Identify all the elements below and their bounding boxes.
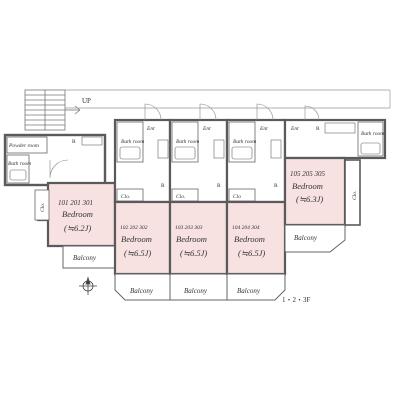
stair-up-label: UP <box>82 97 91 105</box>
west-balcony-label: Balcony <box>73 254 97 262</box>
unit-104-balcony <box>226 273 286 301</box>
unit-104-closet-label: Clo <box>233 194 241 200</box>
unit-104-numbers: 104 204 304 <box>232 224 260 231</box>
unit-104-room-label: Bedroom <box>234 234 265 244</box>
west-room-label: Bedroom <box>62 209 93 219</box>
unit-102: Bath room Ent R Clo. 102 202 302 Bedroom… <box>113 103 172 301</box>
east-kitchen <box>324 122 356 134</box>
unit-102-bathtub <box>119 146 141 160</box>
unit-102-bath-label: Bath room <box>121 139 144 145</box>
unit-104-bath-label: Bath room <box>233 139 256 145</box>
kitchen-counter <box>81 136 103 146</box>
unit-102-entrance-label: Ent <box>146 126 155 132</box>
unit-102-closet-label: Clo. <box>121 194 130 200</box>
unit-103-room-label: Bedroom <box>176 234 207 244</box>
east-unit: Ent R Bath room Clo. 105 205 305 Bedroom… <box>283 105 387 253</box>
east-room-label: Bedroom <box>292 181 323 191</box>
unit-102-numbers: 102 202 302 <box>120 225 148 231</box>
unit-102-room-label: Bedroom <box>121 234 152 244</box>
east-unit-numbers: 105 205 305 <box>290 170 326 178</box>
unit-103-fridge-label: R <box>217 183 221 189</box>
east-balcony <box>284 224 346 253</box>
unit-103-room-size: (≒6.5J) <box>180 248 207 258</box>
east-bathtub <box>360 142 381 155</box>
unit-102-fridge-label: R <box>161 183 165 189</box>
unit-104-balcony-label: Balcony <box>237 287 261 295</box>
unit-104-door-swing <box>256 103 274 121</box>
east-bath-label: Bath room <box>361 131 384 137</box>
east-fridge-label: R <box>316 126 320 132</box>
unit-102-balcony-label: Balcony <box>130 287 154 295</box>
unit-103-balcony-label: Balcony <box>184 287 208 295</box>
floor-note: 1・2・3F <box>282 296 310 304</box>
unit-102-kitchen <box>157 139 169 159</box>
east-balcony-label: Balcony <box>294 234 318 242</box>
fridge-label: R <box>72 139 76 145</box>
bath-room-label: Bath room <box>8 161 31 167</box>
unit-103-numbers: 103 203 303 <box>175 225 203 231</box>
bathtub <box>9 169 27 181</box>
east-closet-label: Clo. <box>352 191 358 200</box>
unit-102-balcony <box>114 273 171 301</box>
east-door-swing <box>304 105 320 121</box>
unit-102-door-swing <box>144 103 162 121</box>
west-unit-numbers: 101 201 301 <box>58 199 93 207</box>
unit-103-bathtub <box>174 146 196 160</box>
unit-103-kitchen <box>213 139 225 159</box>
unit-104-entrance-label: Ent <box>259 126 268 132</box>
unit-104-room-size: (≒6.5J) <box>238 248 265 258</box>
west-room-size: (≒6.2J) <box>64 223 91 233</box>
unit-103-entrance-label: Ent <box>202 126 211 132</box>
east-closet <box>344 159 361 226</box>
unit-103-bath-label: Bath room <box>176 139 199 145</box>
east-room-size: (≒6.3J) <box>296 194 323 204</box>
unit-104-kitchen <box>270 139 282 159</box>
west-unit: Powder room Bath room R Clo. 101 201 301… <box>3 133 117 269</box>
west-closet <box>34 189 50 221</box>
compass-icon <box>79 276 97 295</box>
unit-104-fridge-label: R <box>274 183 278 189</box>
west-closet-label: Clo. <box>40 203 46 212</box>
unit-102-room-size: (≒6.5J) <box>124 248 151 258</box>
unit-103: Bath room Ent R Clo. 103 203 303 Bedroom… <box>168 103 229 301</box>
unit-103-closet-label: Clo. <box>176 194 185 200</box>
east-entrance-label: Ent <box>290 126 299 132</box>
powder-room-label: Powder room <box>8 143 39 149</box>
powder-room <box>6 136 48 154</box>
unit-103-door-swing <box>199 103 217 121</box>
unit-104: Bath room Ent R Clo 104 204 304 Bedroom … <box>225 103 287 301</box>
door-swing <box>49 159 69 179</box>
corridor <box>65 89 391 109</box>
unit-104-bathtub <box>231 146 253 160</box>
east-bedroom <box>283 156 347 227</box>
staircase <box>24 89 81 131</box>
